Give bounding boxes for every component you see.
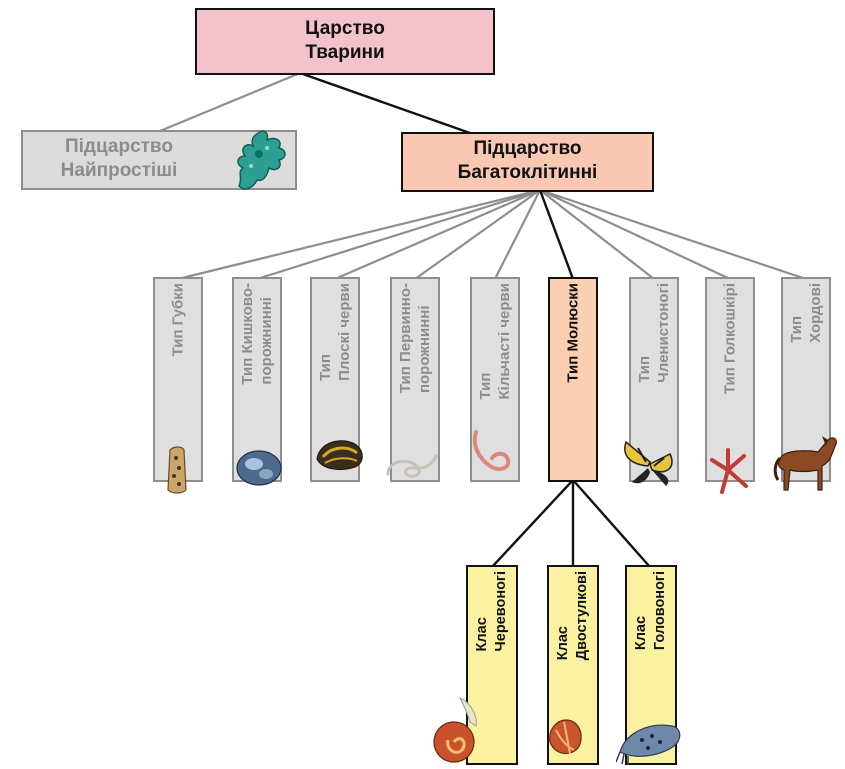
connector-kingdom-protozoa	[159, 71, 301, 133]
phylum-label-line1: Тип	[317, 354, 334, 381]
snail-icon	[433, 697, 477, 763]
connector-phylum-arthropods	[539, 189, 655, 280]
class-label-line2: Черевоногі	[493, 571, 509, 652]
cuttlefish-icon	[616, 724, 681, 765]
kingdom-animals-box: Царство Тварини	[195, 8, 495, 75]
phylum-label-line1: Тип Кишково-	[239, 283, 256, 385]
subkingdom-multicellular-box: Підцарство Багатоклітинні	[401, 132, 654, 192]
phylum-label-line2: Хордові	[807, 283, 824, 343]
class-label-line2: Двостулкові	[574, 571, 590, 661]
class-label-line1: Клас	[474, 617, 490, 652]
phylum-label-line1: Тип Первинно-	[397, 283, 414, 394]
class-label-line2: Головоногі	[652, 571, 668, 651]
connector-kingdom-multicellular	[299, 71, 471, 135]
connector-class-cephalopoda	[572, 479, 651, 568]
phylum-label-line2: порожнинні	[258, 297, 275, 385]
class-label-line1: Клас	[555, 626, 571, 661]
connector-phylum-sponges	[177, 188, 541, 281]
subkingdom-multicellular-line1: Підцарство	[473, 138, 582, 159]
horse-icon	[773, 436, 837, 491]
phylum-label-line1: Тип	[636, 355, 653, 383]
phylum-label-line1: Тип	[788, 315, 805, 343]
subkingdom-multicellular-line2: Багатоклітинні	[457, 162, 598, 183]
phylum-label-line1: Тип Голкошкірі	[721, 283, 739, 395]
phylum-label-line1: Тип Молюски	[564, 283, 582, 383]
subkingdom-protozoa-box: Підцарство Найпростіші	[21, 130, 297, 190]
connector-phylum-chordates	[539, 188, 807, 281]
phylum-cnidaria-box: Тип Кишково-порожнинні	[232, 277, 282, 482]
kingdom-label-line1: Царство	[305, 17, 385, 39]
subkingdom-protozoa-line1: Підцарство	[64, 136, 173, 157]
connector-phylum-echinoderms	[539, 189, 731, 280]
connector-phylum-annelids	[494, 189, 541, 280]
flatworm-icon	[316, 440, 363, 470]
amoeba-icon	[237, 130, 286, 190]
phylum-label-line2: порожнинні	[416, 305, 433, 394]
connector-phylum-nematodes	[414, 189, 541, 280]
butterfly-icon	[624, 440, 673, 486]
sponge-icon	[167, 446, 187, 494]
kingdom-label-line2: Тварини	[305, 41, 385, 63]
connector-phylum-mollusca	[538, 189, 575, 280]
connector-class-gastropoda	[491, 479, 574, 568]
phylum-label-line1: Тип	[477, 372, 494, 400]
phylum-label-line2: Кільчасті черви	[496, 283, 513, 400]
phylum-label-line2: Плоскі черви	[336, 283, 353, 381]
jellyfish-icon	[236, 450, 282, 486]
connector-phylum-flatworms	[334, 188, 541, 281]
phylum-nematodes-box: Тип Первинно-порожнинні	[390, 277, 440, 482]
phylum-echinoderms-box: Тип Голкошкірі	[705, 277, 755, 482]
roundworm-icon	[386, 454, 438, 478]
phylum-label-line1: Тип Губки	[169, 283, 187, 357]
phylum-label-line2: Членистоногі	[655, 283, 672, 383]
subkingdom-protozoa-line2: Найпростіші	[60, 160, 178, 181]
starfish-icon	[710, 448, 748, 494]
clam-icon	[549, 719, 582, 755]
phylum-mollusca-box: Тип Молюски	[548, 277, 598, 482]
connector-phylum-cnidaria	[256, 188, 541, 281]
class-label-line1: Клас	[633, 615, 649, 651]
earthworm-icon	[472, 430, 511, 471]
